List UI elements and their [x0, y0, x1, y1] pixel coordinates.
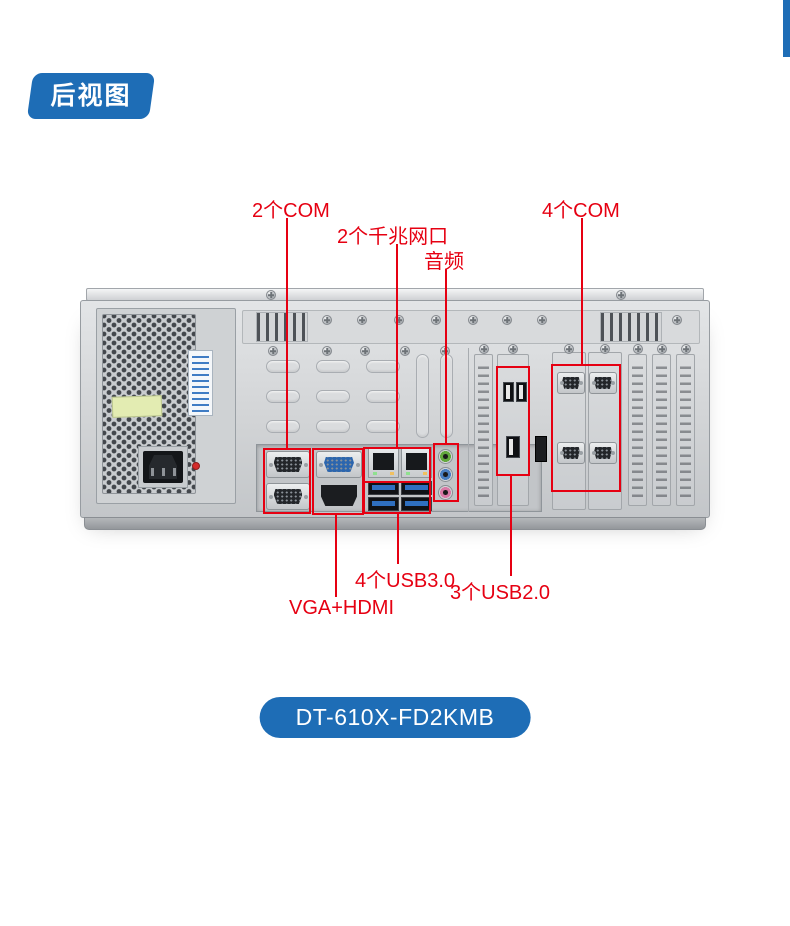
screw-icon	[400, 346, 410, 356]
annotation-4-usb3: 4个USB3.0	[355, 570, 456, 592]
vent-grille	[600, 312, 662, 342]
screw-icon	[600, 344, 610, 354]
psu-green-sticker	[111, 395, 163, 418]
usb3-port-4	[401, 497, 432, 511]
knockout-stamp	[266, 360, 300, 373]
knockout-stamp	[366, 360, 400, 373]
blank-slot-bracket	[628, 354, 647, 506]
knockout-stamp	[266, 390, 300, 403]
highlight-box-2-lan	[363, 447, 431, 483]
screw-icon	[537, 315, 547, 325]
audio-jack-line-in	[438, 467, 453, 482]
highlight-box-audio	[433, 443, 459, 502]
knockout-stamp	[366, 390, 400, 403]
highlight-box-4-com	[551, 364, 621, 492]
screw-icon	[479, 344, 489, 354]
usb2-port-1	[503, 382, 514, 402]
chassis-bottom-edge	[84, 517, 706, 530]
com-port-6	[589, 442, 617, 464]
callout-line-vga-hdmi	[335, 515, 337, 597]
corner-accent-stripe	[783, 0, 790, 57]
audio-jack-mic	[438, 485, 453, 500]
screw-icon	[268, 346, 278, 356]
audio-jack-line-out	[438, 449, 453, 464]
callout-line-3-usb2	[510, 476, 512, 576]
annotation-2-com: 2个COM	[252, 200, 330, 222]
screw-icon	[266, 290, 276, 300]
screw-icon	[564, 344, 574, 354]
lan-port-1	[368, 447, 399, 478]
highlight-box-4-usb3	[363, 481, 431, 514]
annotation-4-com: 4个COM	[542, 200, 620, 222]
usb2-port-3	[506, 436, 520, 458]
com-port-1	[266, 451, 310, 478]
knockout-stamp	[316, 360, 350, 373]
highlight-box-2-com	[263, 448, 311, 514]
knockout-stamp	[316, 390, 350, 403]
power-inlet	[138, 446, 188, 488]
annotation-vga-hdmi: VGA+HDMI	[289, 597, 395, 619]
com-port-2	[266, 483, 310, 510]
knockout-stamp	[366, 420, 400, 433]
annotation-3-usb2: 3个USB2.0	[450, 582, 551, 604]
screw-icon	[322, 346, 332, 356]
screw-icon	[357, 315, 367, 325]
view-badge: 后视图	[26, 73, 156, 119]
lan-port-2	[401, 447, 432, 478]
usb3-port-3	[368, 497, 399, 511]
blank-slot-bracket	[652, 354, 671, 506]
callout-line-4-com	[581, 218, 583, 364]
screw-icon	[431, 315, 441, 325]
vent-grille	[256, 312, 308, 342]
screw-icon	[468, 315, 478, 325]
highlight-box-3-usb2	[496, 366, 530, 476]
com-port-4	[589, 372, 617, 394]
card-connector	[535, 436, 547, 462]
model-label: DT-610X-FD2KMB	[295, 704, 495, 730]
screw-icon	[657, 344, 667, 354]
usb3-port-1	[368, 481, 399, 495]
screw-icon	[616, 290, 626, 300]
knockout-stamp	[266, 420, 300, 433]
screw-icon	[681, 344, 691, 354]
screw-icon	[360, 346, 370, 356]
screw-icon	[502, 315, 512, 325]
screw-icon	[322, 315, 332, 325]
hdmi-port	[321, 485, 357, 506]
knockout-stamp	[416, 354, 429, 438]
model-badge: DT-610X-FD2KMB	[259, 697, 531, 738]
product-image-rear-panel	[80, 288, 710, 532]
power-indicator-dot	[192, 462, 200, 470]
highlight-box-vga-hdmi	[312, 448, 364, 515]
blank-slot-bracket	[676, 354, 695, 506]
annotation-2-lan: 2个千兆网口	[337, 226, 449, 248]
view-badge-label: 后视图	[50, 82, 132, 110]
psu-label-sticker	[188, 350, 213, 416]
screw-icon	[394, 315, 404, 325]
com-port-5	[557, 442, 585, 464]
com-port-3	[557, 372, 585, 394]
annotation-audio: 音频	[424, 251, 464, 273]
vga-port	[316, 451, 362, 478]
panel-seam	[468, 348, 469, 512]
blank-slot-bracket	[474, 354, 493, 506]
callout-line-2-com	[286, 218, 288, 448]
screw-icon	[508, 344, 518, 354]
usb2-port-2	[516, 382, 527, 402]
screw-icon	[633, 344, 643, 354]
knockout-stamp	[316, 420, 350, 433]
callout-line-2-lan	[396, 244, 398, 447]
callout-line-4-usb3	[397, 514, 399, 564]
callout-line-audio	[445, 269, 447, 443]
screw-icon	[672, 315, 682, 325]
